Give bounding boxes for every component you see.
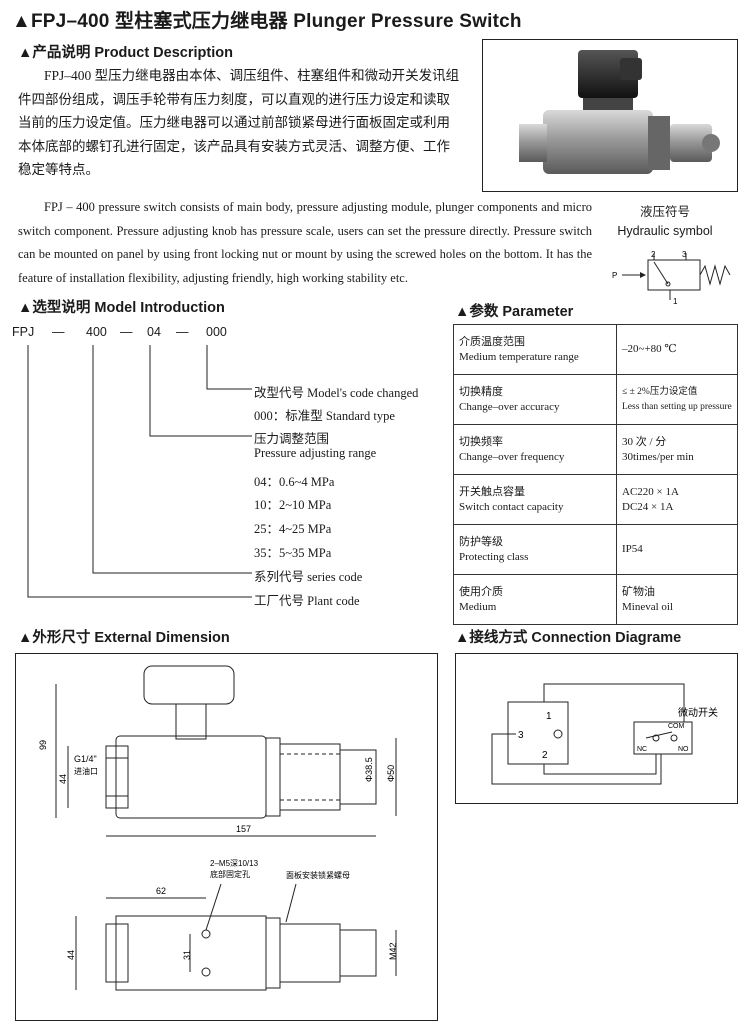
dim-38: Φ38.5	[364, 757, 374, 782]
param-name-en: Change–over accuracy	[459, 400, 560, 413]
model-code: FPJ — 400 — 04 — 000	[12, 325, 252, 343]
dim-panel-nut: 面板安装锁紧螺母	[286, 870, 350, 880]
param-value: AC220 × 1A	[622, 485, 679, 498]
param-value: ≤ ± 2%压力设定值	[622, 386, 698, 397]
param-value-2: Less than setting up pressure	[622, 401, 732, 412]
param-value-2: 30times/per min	[622, 450, 694, 463]
product-description-heading: ▲产品说明 Product Description	[18, 45, 233, 61]
param-value-2: Mineval oil	[622, 600, 674, 613]
table-row: 切换精度 Change–over accuracy ≤ ± 2%压力设定值 Less…	[453, 374, 738, 425]
parameter-table: 介质温度范围 Medium temperature range –20~+80 ℃…	[453, 324, 738, 625]
table-row: 防护等级 Protecting class IP54	[453, 524, 738, 575]
hyd-label-p: P	[612, 271, 617, 280]
code-dash-2: —	[120, 325, 133, 339]
model-range-en: Pressure adjusting range	[254, 446, 377, 460]
hydraulic-symbol-title: 液压符号 Hydraulic symbol	[610, 203, 720, 241]
dim-port-cn: 进油口	[74, 766, 98, 776]
param-name-en: Switch contact capacity	[459, 500, 564, 513]
external-dimension-drawing: 99 44 G1/4" 进油口 Φ38.5 Φ50 157 62 2–M5深10…	[15, 653, 438, 1021]
dim-99: 99	[38, 740, 48, 750]
hydraulic-symbol-diagram: 2 3 P 1	[612, 250, 731, 306]
micro-switch-label: 微动开关	[678, 706, 718, 719]
model-range-04: 04：0.6~4 MPa	[254, 475, 335, 489]
parameter-heading: ▲参数 Parameter	[455, 304, 574, 320]
product-description-cn: FPJ–400 型压力继电器由本体、调压组件、柱塞组件和微动开关发讯组件四部份组…	[18, 68, 460, 177]
table-row: 开关触点容量 Switch contact capacity AC220 × 1A…	[453, 474, 738, 525]
conn-label-3: 3	[518, 730, 524, 741]
param-name-cn: 介质温度范围	[459, 335, 525, 348]
param-name-cn: 切换精度	[459, 385, 503, 398]
param-name-en: Protecting class	[459, 550, 529, 563]
dim-44: 44	[58, 774, 68, 784]
table-row: 介质温度范围 Medium temperature range –20~+80 ℃	[453, 324, 738, 375]
model-range-25: 25：4~25 MPa	[254, 522, 332, 536]
conn-label-2: 2	[542, 750, 548, 761]
hyd-label-3: 3	[682, 250, 687, 259]
model-range-10: 10：2~10 MPa	[254, 498, 332, 512]
conn-label-no: NO	[678, 746, 689, 753]
code-dash-3: —	[176, 325, 189, 339]
param-value: 30 次 / 分	[622, 435, 667, 448]
param-name-en: Medium	[459, 600, 497, 613]
conn-label-com: COM	[668, 723, 685, 730]
dim-44b: 44	[66, 950, 76, 960]
dim-157: 157	[236, 824, 251, 834]
dim-31: 31	[182, 950, 192, 960]
hydraulic-symbol-cn: 液压符号	[639, 205, 690, 219]
model-range-cn: 压力调整范围	[254, 432, 330, 446]
model-plant: 工厂代号 Plant code	[254, 594, 360, 608]
dim-holes: 2–M5深10/13	[210, 859, 259, 868]
conn-label-nc: NC	[637, 746, 647, 753]
hydraulic-symbol-en: Hydraulic symbol	[617, 224, 713, 238]
model-changed: 改型代号 Model's code changed	[254, 386, 419, 400]
model-intro-heading: ▲选型说明 Model Introduction	[18, 300, 225, 316]
dim-holes-2: 底部固定孔	[210, 869, 250, 879]
dim-62: 62	[156, 886, 166, 896]
table-row: 切换频率 Change–over frequency 30 次 / 分 30time…	[453, 424, 738, 475]
connection-diagram: 1 3 2 COM NC NO 微动开关	[455, 653, 738, 804]
param-name-cn: 切换频率	[459, 435, 503, 448]
code-04: 04	[147, 325, 161, 339]
param-name-en: Change–over frequency	[459, 450, 565, 463]
external-dimension-heading: ▲外形尺寸 External Dimension	[18, 630, 230, 646]
dim-50: Φ50	[386, 765, 396, 782]
code-000: 000	[206, 325, 227, 339]
code-fpj: FPJ	[12, 325, 35, 339]
connection-diagram-svg: 1 3 2 COM NC NO 微动开关	[491, 683, 718, 785]
dim-m42: M42	[388, 942, 398, 960]
model-code-leader-lines	[27, 345, 252, 598]
model-standard: 000：标准型 Standard type	[254, 409, 395, 423]
param-value: –20~+80 ℃	[622, 343, 677, 355]
product-photo	[482, 39, 738, 192]
pressure-switch-photo	[519, 50, 720, 174]
param-name-cn: 使用介质	[459, 585, 503, 598]
product-description-en: FPJ – 400 pressure switch consists of ma…	[18, 200, 592, 285]
param-name-cn: 防护等级	[459, 535, 503, 548]
page-title: ▲FPJ–400 型柱塞式压力继电器 Plunger Pressure Swit…	[12, 11, 522, 32]
table-row: 使用介质 Medium 矿物油 Mineval oil	[453, 574, 738, 625]
connection-diagram-heading: ▲接线方式 Connection Diagrame	[455, 630, 682, 646]
model-series: 系列代号 series code	[254, 570, 363, 584]
dim-port: G1/4"	[74, 754, 97, 764]
param-value: IP54	[622, 543, 643, 555]
dimension-drawing-svg: 99 44 G1/4" 进油口 Φ38.5 Φ50 157 62 2–M5深10…	[38, 665, 398, 991]
param-name-cn: 开关触点容量	[459, 485, 525, 498]
code-dash-1: —	[52, 325, 65, 339]
hyd-label-1: 1	[673, 297, 678, 306]
conn-label-1: 1	[546, 711, 552, 722]
model-range-35: 35：5~35 MPa	[254, 546, 332, 560]
param-value-2: DC24 × 1A	[622, 500, 674, 513]
param-value: 矿物油	[622, 585, 655, 598]
code-400: 400	[86, 325, 107, 339]
param-name-en: Medium temperature range	[459, 350, 579, 363]
